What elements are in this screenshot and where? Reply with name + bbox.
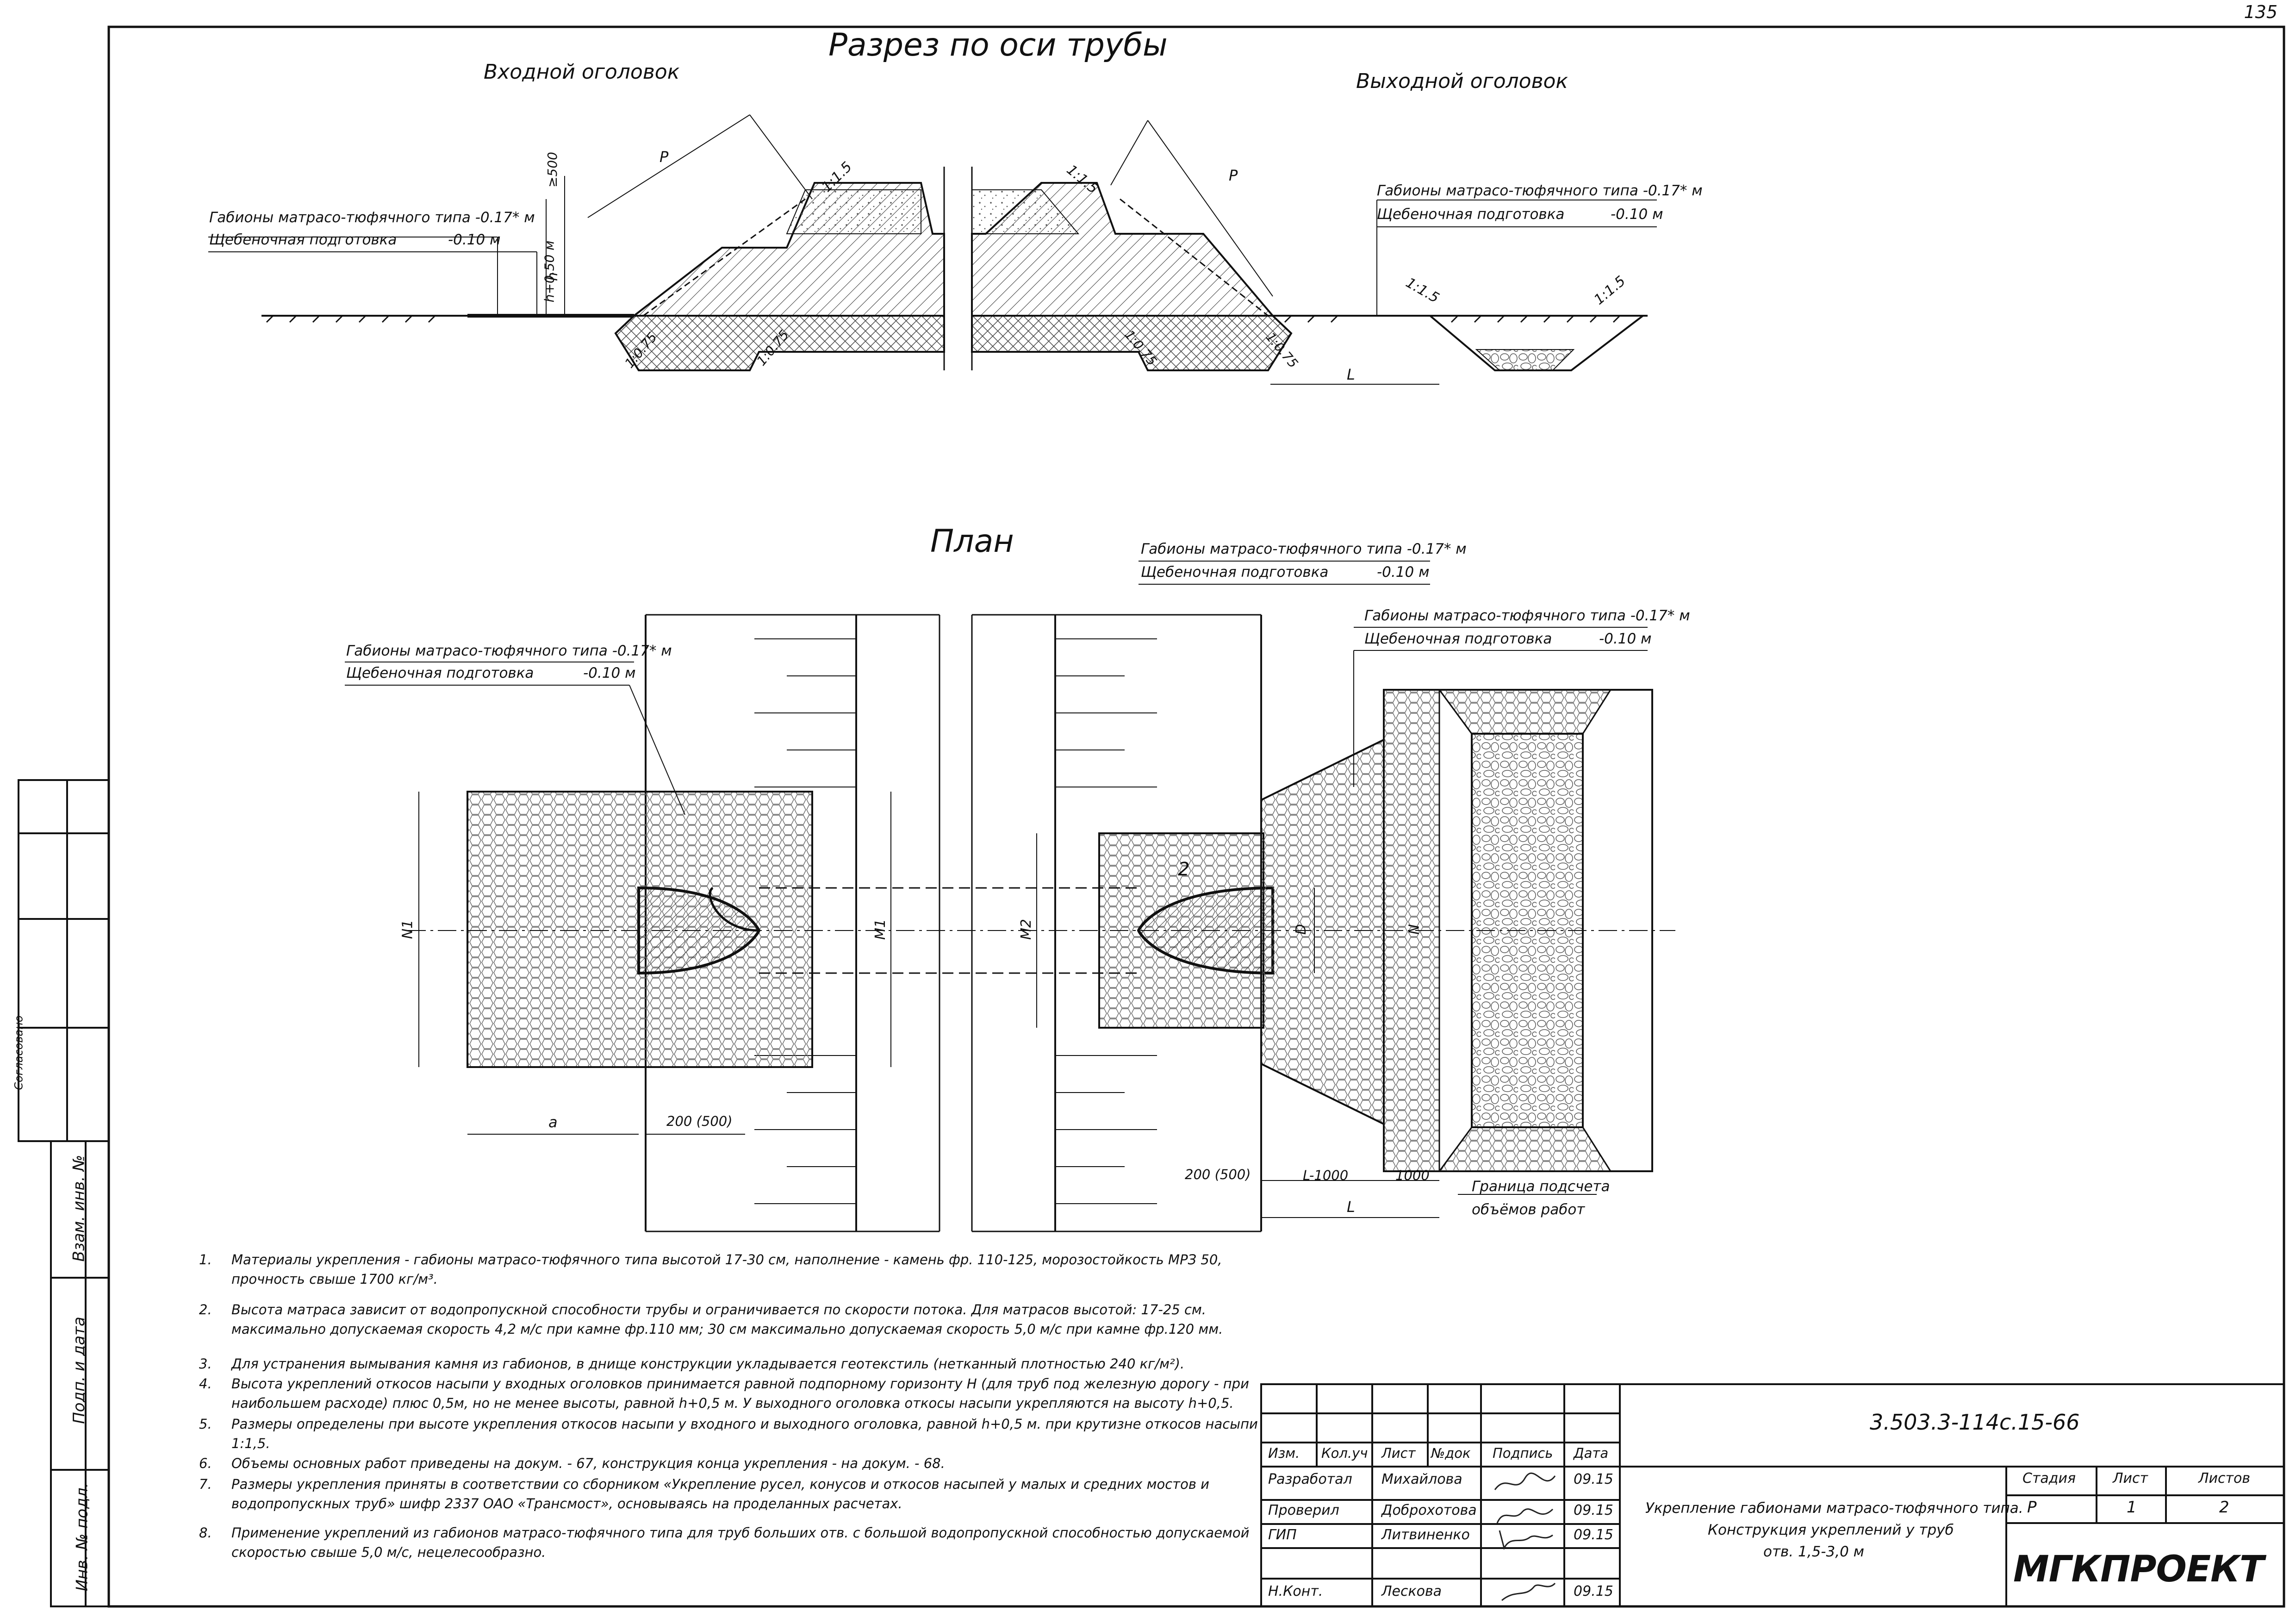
plan-dim-l: L: [1347, 1198, 1355, 1216]
side-agreed: Согласовано: [12, 1015, 25, 1090]
plan-gabion-right: Габионы матрасо-тюфячного типа -0.17* м: [1364, 607, 1690, 624]
tb-role-4: Н.Конт.: [1268, 1583, 1323, 1599]
tb-sheets-label: Листов: [2198, 1470, 2251, 1487]
section-gravel-right-value: -0.10 м: [1611, 206, 1663, 223]
tb-stage-value: Р: [2027, 1498, 2037, 1517]
tb-name-4: Лескова: [1381, 1583, 1442, 1599]
note-num: 6.: [199, 1455, 212, 1471]
signature-3: [1499, 1530, 1553, 1550]
tb-sheets-value: 2: [2219, 1498, 2229, 1517]
section-drawing: [208, 114, 1657, 385]
note-num: 8.: [199, 1525, 212, 1541]
tb-header-izm: Изм.: [1268, 1445, 1300, 1461]
side-inv-podl: Инв. № подл.: [73, 1482, 92, 1592]
tb-date-1: 09.15: [1574, 1471, 1613, 1487]
note-text: Высота матраса зависит от водопропускной…: [231, 1302, 1223, 1337]
tb-name-1: Михайлова: [1381, 1471, 1462, 1487]
tb-stage-label: Стадия: [2022, 1470, 2076, 1487]
section-dim-p-left: P: [660, 148, 669, 166]
plan-drawing: [345, 561, 1675, 1232]
tb-role-2: Проверил: [1268, 1502, 1339, 1518]
tb-header-date: Дата: [1574, 1445, 1609, 1461]
plan-marker-2: 2: [1178, 859, 1190, 880]
signature-1: [1494, 1472, 1556, 1490]
note-text: Для устранения вымывания камня из габион…: [231, 1356, 1185, 1372]
note-num: 1.: [199, 1252, 212, 1268]
tb-date-3: 09.15: [1574, 1527, 1613, 1543]
tb-header-sign: Подпись: [1493, 1445, 1553, 1461]
tb-name-2: Доброхотова: [1381, 1502, 1477, 1518]
tb-role-1: Разработал: [1268, 1471, 1352, 1487]
tb-description-2: Конструкция укреплений у труб: [1708, 1522, 1954, 1538]
note-num: 4.: [199, 1376, 212, 1392]
plan-gabion-left: Габионы матрасо-тюфячного типа -0.17* м: [346, 643, 672, 659]
tb-name-3: Литвиненко: [1381, 1527, 1470, 1543]
plan-dim-d: D: [1293, 924, 1310, 935]
boundary-label-1: Граница подсчета: [1472, 1178, 1610, 1195]
title-block-frame: [1260, 1383, 2285, 1607]
note-text: Объемы основных работ приведены на докум…: [231, 1455, 945, 1471]
tb-role-3: ГИП: [1268, 1527, 1297, 1543]
note-text: Высота укреплений откосов насыпи у входн…: [231, 1376, 1249, 1411]
plan-dim-l1000: L-1000: [1303, 1168, 1349, 1183]
section-gravel-left-value: -0.10 м: [448, 231, 501, 248]
note-num: 3.: [199, 1356, 212, 1372]
side-sign-date: Подп. и дата: [69, 1317, 88, 1424]
plan-dim-a: a: [548, 1113, 558, 1131]
tb-sheet-value: 1: [2127, 1498, 2137, 1517]
tb-date-4: 09.15: [1574, 1583, 1613, 1599]
section-title: Разрез по оси трубы: [828, 27, 1168, 63]
boundary-label-2: объёмов работ: [1472, 1201, 1585, 1218]
note-text: Материалы укрепления - габионы матрасо-т…: [231, 1252, 1222, 1287]
tb-description-1: Укрепление габионами матрасо-тюфячного т…: [1645, 1500, 2023, 1517]
plan-dim-n: N: [1406, 924, 1423, 935]
plan-dim-m1: M1: [872, 919, 889, 940]
section-gabion-left: Габионы матрасо-тюфячного типа -0.17* м: [209, 209, 535, 226]
plan-dim-1000: 1000: [1395, 1168, 1430, 1183]
tb-description-3: отв. 1,5-3,0 м: [1763, 1543, 1865, 1560]
note-text: Размеры укрепления приняты в соответстви…: [231, 1476, 1209, 1512]
note-num: 2.: [199, 1302, 212, 1318]
signature-2: [1496, 1508, 1554, 1524]
tb-header-list: Лист: [1381, 1445, 1416, 1461]
tb-header-kol: Кол.уч: [1321, 1445, 1368, 1461]
note-num: 5.: [199, 1416, 212, 1432]
section-dim-h050: h+0.50 м: [541, 240, 557, 303]
plan-gravel-left: Щебеночная подготовка: [346, 665, 534, 681]
outlet-label: Выходной оголовок: [1356, 69, 1568, 93]
plan-gravel-right-value: -0.10 м: [1599, 631, 1652, 647]
side-stamp: [18, 779, 110, 1607]
tb-sheet-label: Лист: [2113, 1470, 2148, 1487]
signature-4: [1501, 1582, 1556, 1601]
plan-dim-200-left: 200 (500): [666, 1113, 733, 1129]
plan-dim-200-right: 200 (500): [1185, 1167, 1251, 1182]
company-logo: МГКПРОЕКТ: [2013, 1549, 2264, 1590]
plan-dim-n1: N1: [399, 919, 416, 939]
section-dim-500: ≥500: [544, 152, 560, 187]
inlet-label: Входной оголовок: [484, 60, 680, 84]
section-dim-p-right: P: [1229, 167, 1238, 184]
section-gabion-right: Габионы матрасо-тюфячного типа -0.17* м: [1377, 182, 1703, 199]
section-gravel-left: Щебеночная подготовка: [209, 231, 397, 248]
section-gravel-right: Щебеночная подготовка: [1377, 206, 1565, 223]
tb-header-ndoc: №док: [1431, 1445, 1471, 1461]
plan-dim-m2: M2: [1018, 919, 1034, 940]
note-num: 7.: [199, 1476, 212, 1492]
note-text: Размеры определены при высоте укрепления…: [231, 1416, 1258, 1451]
side-vzam-inv: Взам. инв. №: [69, 1155, 88, 1262]
note-text: Применение укреплений из габионов матрас…: [231, 1525, 1250, 1560]
plan-gravel-left-value: -0.10 м: [583, 665, 636, 681]
plan-gravel-right: Щебеночная подготовка: [1364, 631, 1552, 647]
page-number: 135: [2244, 2, 2277, 22]
plan-gabion-center: Габионы матрасо-тюфячного типа -0.17* м: [1141, 541, 1467, 557]
plan-title: План: [930, 523, 1014, 560]
plan-gravel-center-value: -0.10 м: [1377, 564, 1430, 581]
section-dim-l: L: [1347, 366, 1355, 383]
tb-date-2: 09.15: [1574, 1502, 1613, 1518]
doc-code: 3.503.3-114с.15-66: [1870, 1410, 2080, 1435]
plan-gravel-center: Щебеночная подготовка: [1141, 564, 1329, 581]
